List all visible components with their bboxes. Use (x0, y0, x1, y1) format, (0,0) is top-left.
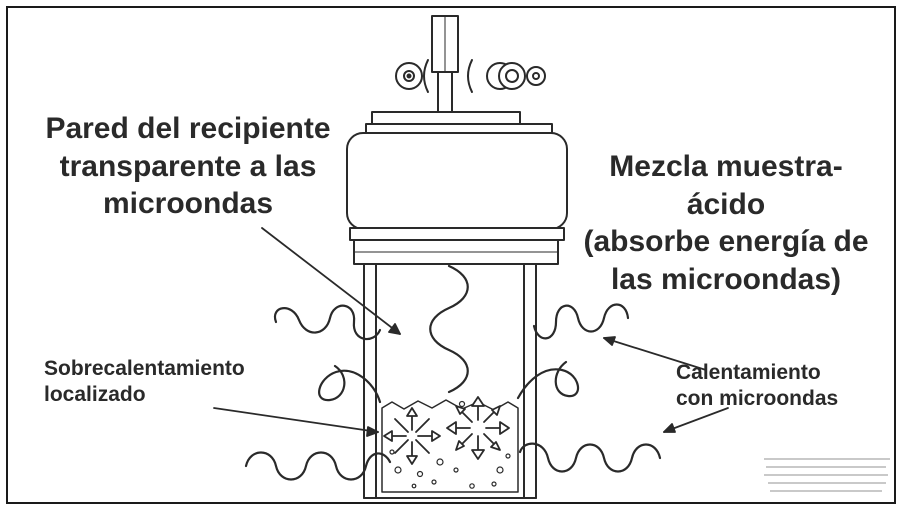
label-line: microondas (102, 187, 274, 220)
liquid-zone (381, 399, 519, 493)
label-line: Sobrecalentamiento (44, 357, 245, 380)
valve-stem (431, 15, 459, 121)
bubbles (389, 400, 511, 489)
label-line: las microondas) (610, 262, 842, 296)
wave-right-lower (518, 442, 662, 473)
valve-fittings (395, 59, 546, 93)
label-superheating: Sobrecalentamiento localizado (44, 356, 245, 409)
wave-left-mid (318, 364, 382, 404)
arrow-heating-lower (663, 407, 729, 433)
wave-left-lower (244, 451, 392, 481)
wave-left-upper (273, 304, 382, 340)
wave-inside-vessel (429, 264, 469, 394)
wave-right-mid (516, 360, 579, 400)
label-line: transparente a las (59, 149, 317, 183)
label-line: con microondas (676, 387, 839, 411)
label-heating: Calentamiento con microondas (676, 360, 838, 413)
watermark-logo (764, 458, 890, 492)
vessel-body (363, 263, 537, 499)
superheating-starburst-right (446, 396, 510, 460)
label-line: Calentamiento (676, 361, 821, 384)
arrow-heating-upper (603, 337, 707, 371)
label-line: Mezcla muestra- (609, 150, 843, 183)
arrow-superheating (213, 407, 379, 433)
label-line: (absorbe energía de (583, 225, 869, 258)
label-line: localizado (44, 383, 146, 407)
wave-right-upper (532, 303, 630, 340)
microwave-waves (244, 264, 662, 481)
label-line: Pared del recipiente (45, 112, 331, 145)
label-line: ácido (686, 187, 766, 221)
label-vessel-wall: Pared del recipiente transparente a las … (18, 110, 358, 223)
arrow-vessel-wall (261, 227, 401, 335)
label-sample-mixture: Mezcla muestra- ácido (absorbe energía d… (556, 148, 896, 298)
superheating-starburst-left (383, 407, 441, 465)
vessel-cap (346, 111, 568, 265)
pointer-arrows (213, 227, 729, 437)
